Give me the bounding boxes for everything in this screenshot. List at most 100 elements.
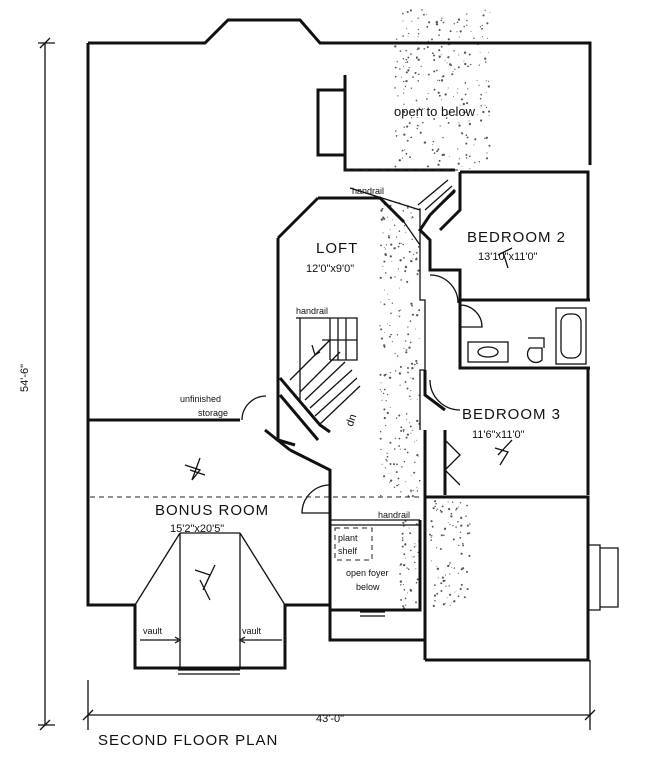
speckle-dot bbox=[408, 527, 410, 529]
speckle-dot bbox=[418, 309, 421, 312]
speckle-dot bbox=[404, 265, 408, 269]
speckle-dot bbox=[403, 133, 406, 136]
speckle-dot bbox=[397, 95, 399, 97]
speckle-dot bbox=[412, 489, 414, 492]
speckle-dot bbox=[403, 460, 406, 463]
speckle-dot bbox=[407, 371, 409, 374]
speckle-dot bbox=[420, 65, 422, 68]
speckle-dot bbox=[421, 9, 423, 11]
speckle-dot bbox=[384, 272, 387, 274]
speckle-dot bbox=[385, 458, 387, 461]
speckle-dot bbox=[407, 495, 410, 497]
speckle-dot bbox=[410, 136, 413, 139]
speckle-dot bbox=[427, 73, 430, 76]
speckle-dot bbox=[381, 399, 383, 401]
speckle-dot bbox=[416, 419, 419, 423]
speckle-dot bbox=[440, 590, 443, 592]
speckle-dot bbox=[383, 388, 386, 391]
speckle-dot bbox=[460, 583, 463, 586]
speckle-dot bbox=[468, 53, 471, 56]
speckle-dot bbox=[400, 563, 403, 566]
speckle-dot bbox=[485, 80, 487, 82]
speckle-dot bbox=[433, 70, 436, 73]
speckle-dot bbox=[434, 584, 436, 586]
loft-size: 12'0"x9'0" bbox=[306, 263, 354, 275]
bedroom2-door bbox=[429, 274, 459, 304]
speckle-dot bbox=[411, 367, 414, 370]
speckle-dot bbox=[410, 218, 412, 219]
speckle-dot bbox=[433, 152, 436, 154]
speckle-dot bbox=[383, 416, 386, 420]
speckle-dot bbox=[379, 389, 381, 391]
speckle-dot bbox=[423, 141, 427, 144]
speckle-dot bbox=[459, 502, 462, 504]
speckle-dot bbox=[469, 168, 471, 170]
speckle-dot bbox=[473, 144, 475, 146]
speckle-dot bbox=[439, 125, 441, 127]
speckle-dot bbox=[474, 161, 476, 164]
speckle-dot bbox=[389, 479, 393, 482]
speckle-dot bbox=[416, 486, 418, 488]
speckle-dot bbox=[405, 349, 408, 351]
speckle-dot bbox=[459, 587, 462, 591]
speckle-dot bbox=[406, 139, 409, 142]
speckle-dot bbox=[435, 69, 438, 72]
speckle-dot bbox=[395, 135, 398, 137]
speckle-dot bbox=[463, 60, 465, 62]
speckle-dot bbox=[479, 97, 482, 100]
speckle-dot bbox=[453, 23, 456, 25]
speckle-dot bbox=[442, 75, 445, 78]
speckle-dot bbox=[413, 208, 415, 210]
speckle-dot bbox=[379, 430, 382, 433]
speckle-dot bbox=[390, 333, 392, 336]
speckle-dot bbox=[441, 80, 444, 82]
speckle-dot bbox=[399, 287, 400, 289]
speckle-dot bbox=[383, 374, 386, 377]
speckle-dot bbox=[407, 35, 409, 37]
speckle-dot bbox=[478, 160, 481, 163]
speckle-dot bbox=[437, 148, 440, 151]
speckle-dot bbox=[405, 351, 408, 354]
speckle-dot bbox=[436, 592, 439, 595]
toilet bbox=[526, 337, 545, 364]
speckle-dot bbox=[399, 573, 401, 575]
speckle-dot bbox=[436, 547, 438, 549]
ceiling-fan-symbol bbox=[184, 247, 513, 601]
speckle-dot bbox=[404, 597, 407, 600]
speckle-dot bbox=[383, 408, 386, 411]
bonus-vault-lines bbox=[134, 532, 286, 668]
speckle-dot bbox=[429, 533, 431, 536]
bonus-room-size: 15'2"x20'5" bbox=[170, 523, 224, 535]
speckle-dot bbox=[387, 323, 389, 325]
speckle-dot bbox=[380, 209, 383, 212]
speckle-dot bbox=[410, 398, 412, 400]
bonus-room-wall bbox=[86, 418, 330, 670]
speckle-dot bbox=[411, 495, 414, 498]
speckle-dot bbox=[482, 110, 485, 114]
speckle-dot bbox=[462, 102, 465, 106]
speckle-dot bbox=[457, 122, 459, 124]
speckle-dot bbox=[442, 153, 445, 156]
speckle-dot bbox=[394, 66, 397, 69]
speckle-dot bbox=[399, 259, 402, 262]
speckle-dot bbox=[403, 584, 404, 586]
speckle-dot bbox=[477, 114, 478, 116]
speckle-dot bbox=[436, 508, 438, 510]
speckle-dot bbox=[450, 515, 453, 518]
speckle-dot bbox=[383, 260, 386, 263]
plant-label: plant bbox=[338, 533, 358, 543]
speckle-dot bbox=[409, 532, 412, 535]
speckle-dot bbox=[423, 47, 426, 50]
speckle-dot bbox=[407, 69, 410, 72]
speckle-dot bbox=[393, 463, 395, 466]
speckle-dot bbox=[440, 45, 443, 48]
speckle-dot bbox=[482, 14, 485, 17]
speckle-dot bbox=[396, 236, 398, 238]
speckle-dot bbox=[406, 61, 409, 63]
open-foyer-label: open foyer bbox=[346, 568, 389, 578]
speckle-dot bbox=[430, 520, 433, 523]
speckle-dot bbox=[409, 588, 412, 591]
foyer-handrail bbox=[330, 519, 420, 526]
speckle-dot bbox=[403, 553, 406, 556]
speckle-dot bbox=[400, 309, 402, 311]
